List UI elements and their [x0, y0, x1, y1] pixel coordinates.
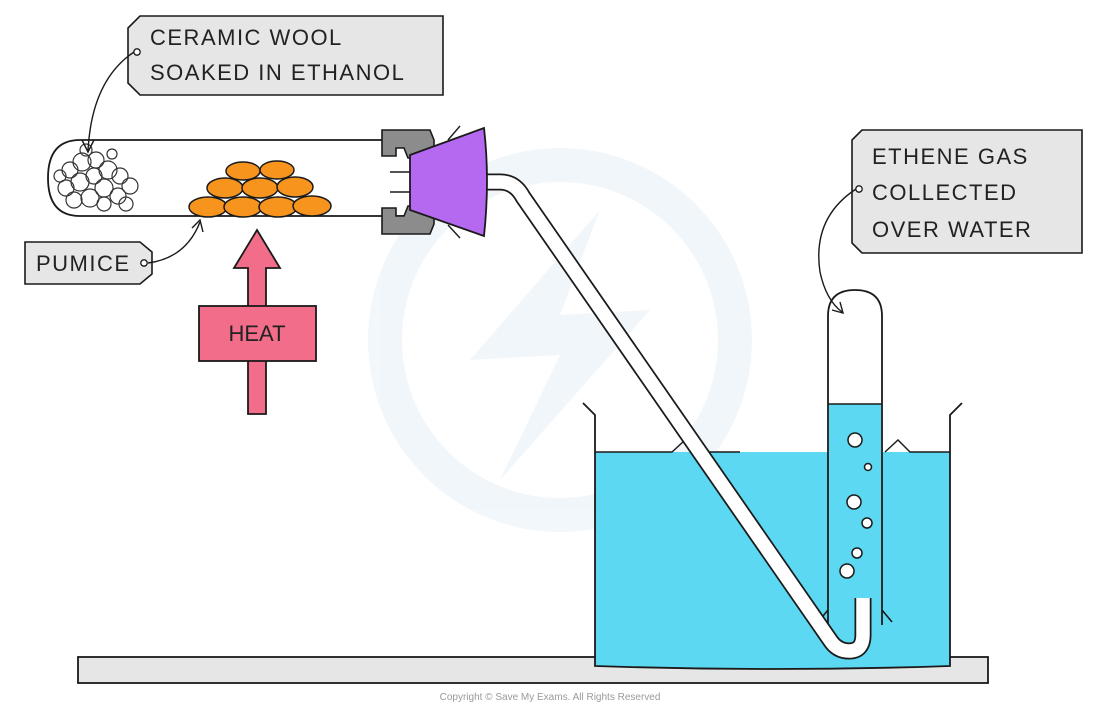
ethene-label-line1: ETHENE GAS — [872, 144, 1029, 169]
heat-box — [198, 305, 317, 362]
ceramic-wool-arrowhead — [81, 139, 95, 154]
copyright-text: Copyright © Save My Exams. All Rights Re… — [440, 692, 661, 703]
ethene-arrowhead — [831, 301, 844, 314]
watermark-logo — [368, 148, 752, 532]
pumice-label: PUMICE — [36, 251, 131, 276]
pumice-label-box — [24, 241, 153, 285]
label-pin — [140, 259, 148, 267]
pumice-arrowhead — [191, 218, 204, 233]
ethene-leader — [818, 188, 857, 313]
water-surface — [595, 439, 950, 453]
label-pin — [855, 185, 863, 193]
ceramic-wool-label-line2: SOAKED IN ETHANOL — [150, 60, 405, 85]
ceramic-wool-label-line1: CERAMIC WOOL — [150, 25, 343, 50]
rubber-stopper — [409, 126, 488, 238]
ethene-label-box — [851, 129, 1083, 254]
ethene-label-line2: COLLECTED — [872, 180, 1018, 205]
ethene-label-line3: OVER WATER — [872, 217, 1032, 242]
ceramic-wool-label-box — [127, 15, 444, 96]
trough — [582, 402, 963, 670]
heat-label: HEAT — [228, 321, 285, 346]
pumice-leader — [147, 221, 201, 264]
pumice-pieces — [188, 160, 332, 218]
gas-bubbles — [839, 432, 873, 579]
ceramic-wool — [53, 143, 139, 212]
clamp-prongs — [390, 125, 461, 239]
label-pin — [133, 48, 141, 56]
ceramic-wool-leader — [87, 51, 135, 151]
